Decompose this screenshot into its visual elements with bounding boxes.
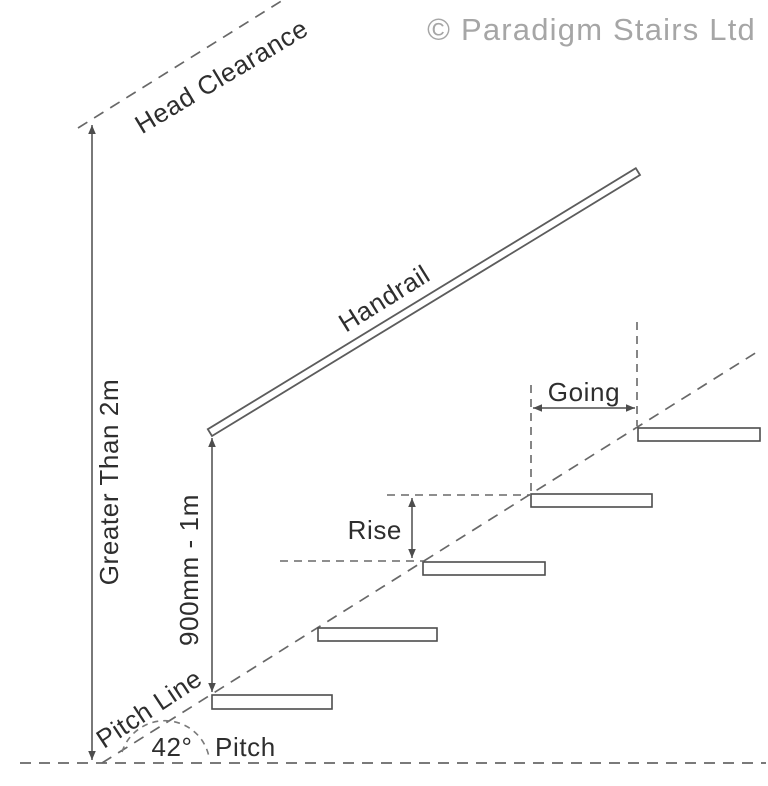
pitch-label: Pitch	[215, 732, 276, 762]
pitch-line	[101, 351, 758, 764]
tread-2	[317, 627, 438, 642]
ceiling-line	[77, 0, 285, 129]
tread-5	[637, 427, 761, 442]
clearance-height-label: Greater Than 2m	[94, 379, 124, 586]
tread-4	[530, 493, 653, 508]
handrail-height-label: 900mm - 1m	[174, 494, 204, 646]
handrail-bar	[206, 166, 642, 438]
tread-1	[211, 694, 333, 710]
head-clearance-label: Head Clearance	[130, 13, 314, 140]
copyright-text: © Paradigm Stairs Ltd	[427, 12, 756, 47]
tread-3	[422, 561, 546, 576]
rise-label: Rise	[348, 515, 402, 545]
going-label: Going	[548, 377, 620, 407]
pitch-angle-arc	[121, 720, 210, 758]
pitch-angle-value: 42°	[151, 732, 192, 762]
